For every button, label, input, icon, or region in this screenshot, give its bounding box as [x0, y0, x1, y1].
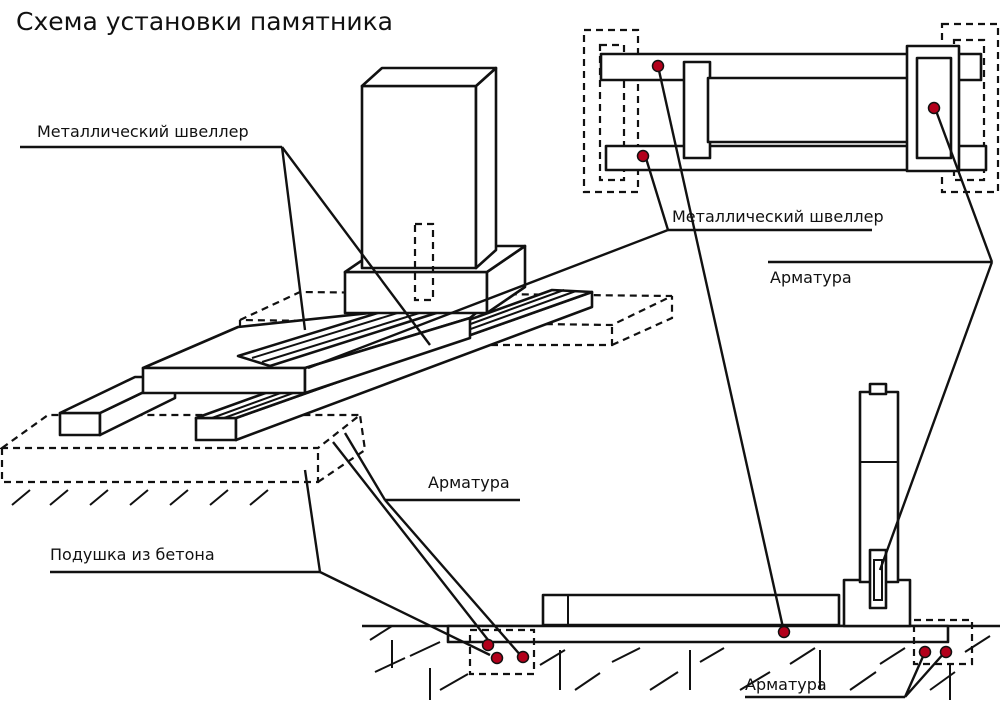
isometric-view	[0, 66, 674, 506]
plan-pad-left	[582, 28, 640, 194]
rebar-dot	[918, 645, 932, 659]
section-rebar-pad-left	[468, 628, 536, 676]
rebar-pin-outline	[413, 222, 435, 302]
label-rebar-right: Арматура	[770, 268, 852, 287]
plan-view	[582, 22, 1000, 194]
diagram-title: Схема установки памятника	[16, 7, 393, 36]
rebar-dot	[636, 149, 650, 163]
rebar-points	[481, 59, 953, 665]
section-rebar-pad-right	[912, 618, 974, 666]
monument-stele	[360, 66, 498, 270]
section-concrete-pad	[446, 624, 950, 644]
label-concrete-pad: Подушка из бетона	[50, 545, 215, 564]
channel-frame	[141, 298, 494, 395]
rebar-dot	[490, 651, 504, 665]
section-channel	[541, 593, 841, 627]
label-rebar-bottom: Арматура	[745, 675, 827, 694]
rebar-dot	[939, 645, 953, 659]
label-channel-left: Металлический швеллер	[37, 122, 249, 141]
rebar-dot	[777, 625, 791, 639]
section-hatching	[369, 625, 991, 700]
rebar-dot	[651, 59, 665, 73]
leader-lines	[20, 65, 994, 699]
section-view	[362, 382, 1000, 700]
pad-hatching	[11, 489, 269, 506]
label-rebar-middle: Арматура	[428, 473, 510, 492]
rebar-dot	[516, 650, 530, 664]
label-channel-right: Металлический швеллер	[672, 207, 884, 226]
rebar-dot	[927, 101, 941, 115]
rebar-dot	[481, 638, 495, 652]
